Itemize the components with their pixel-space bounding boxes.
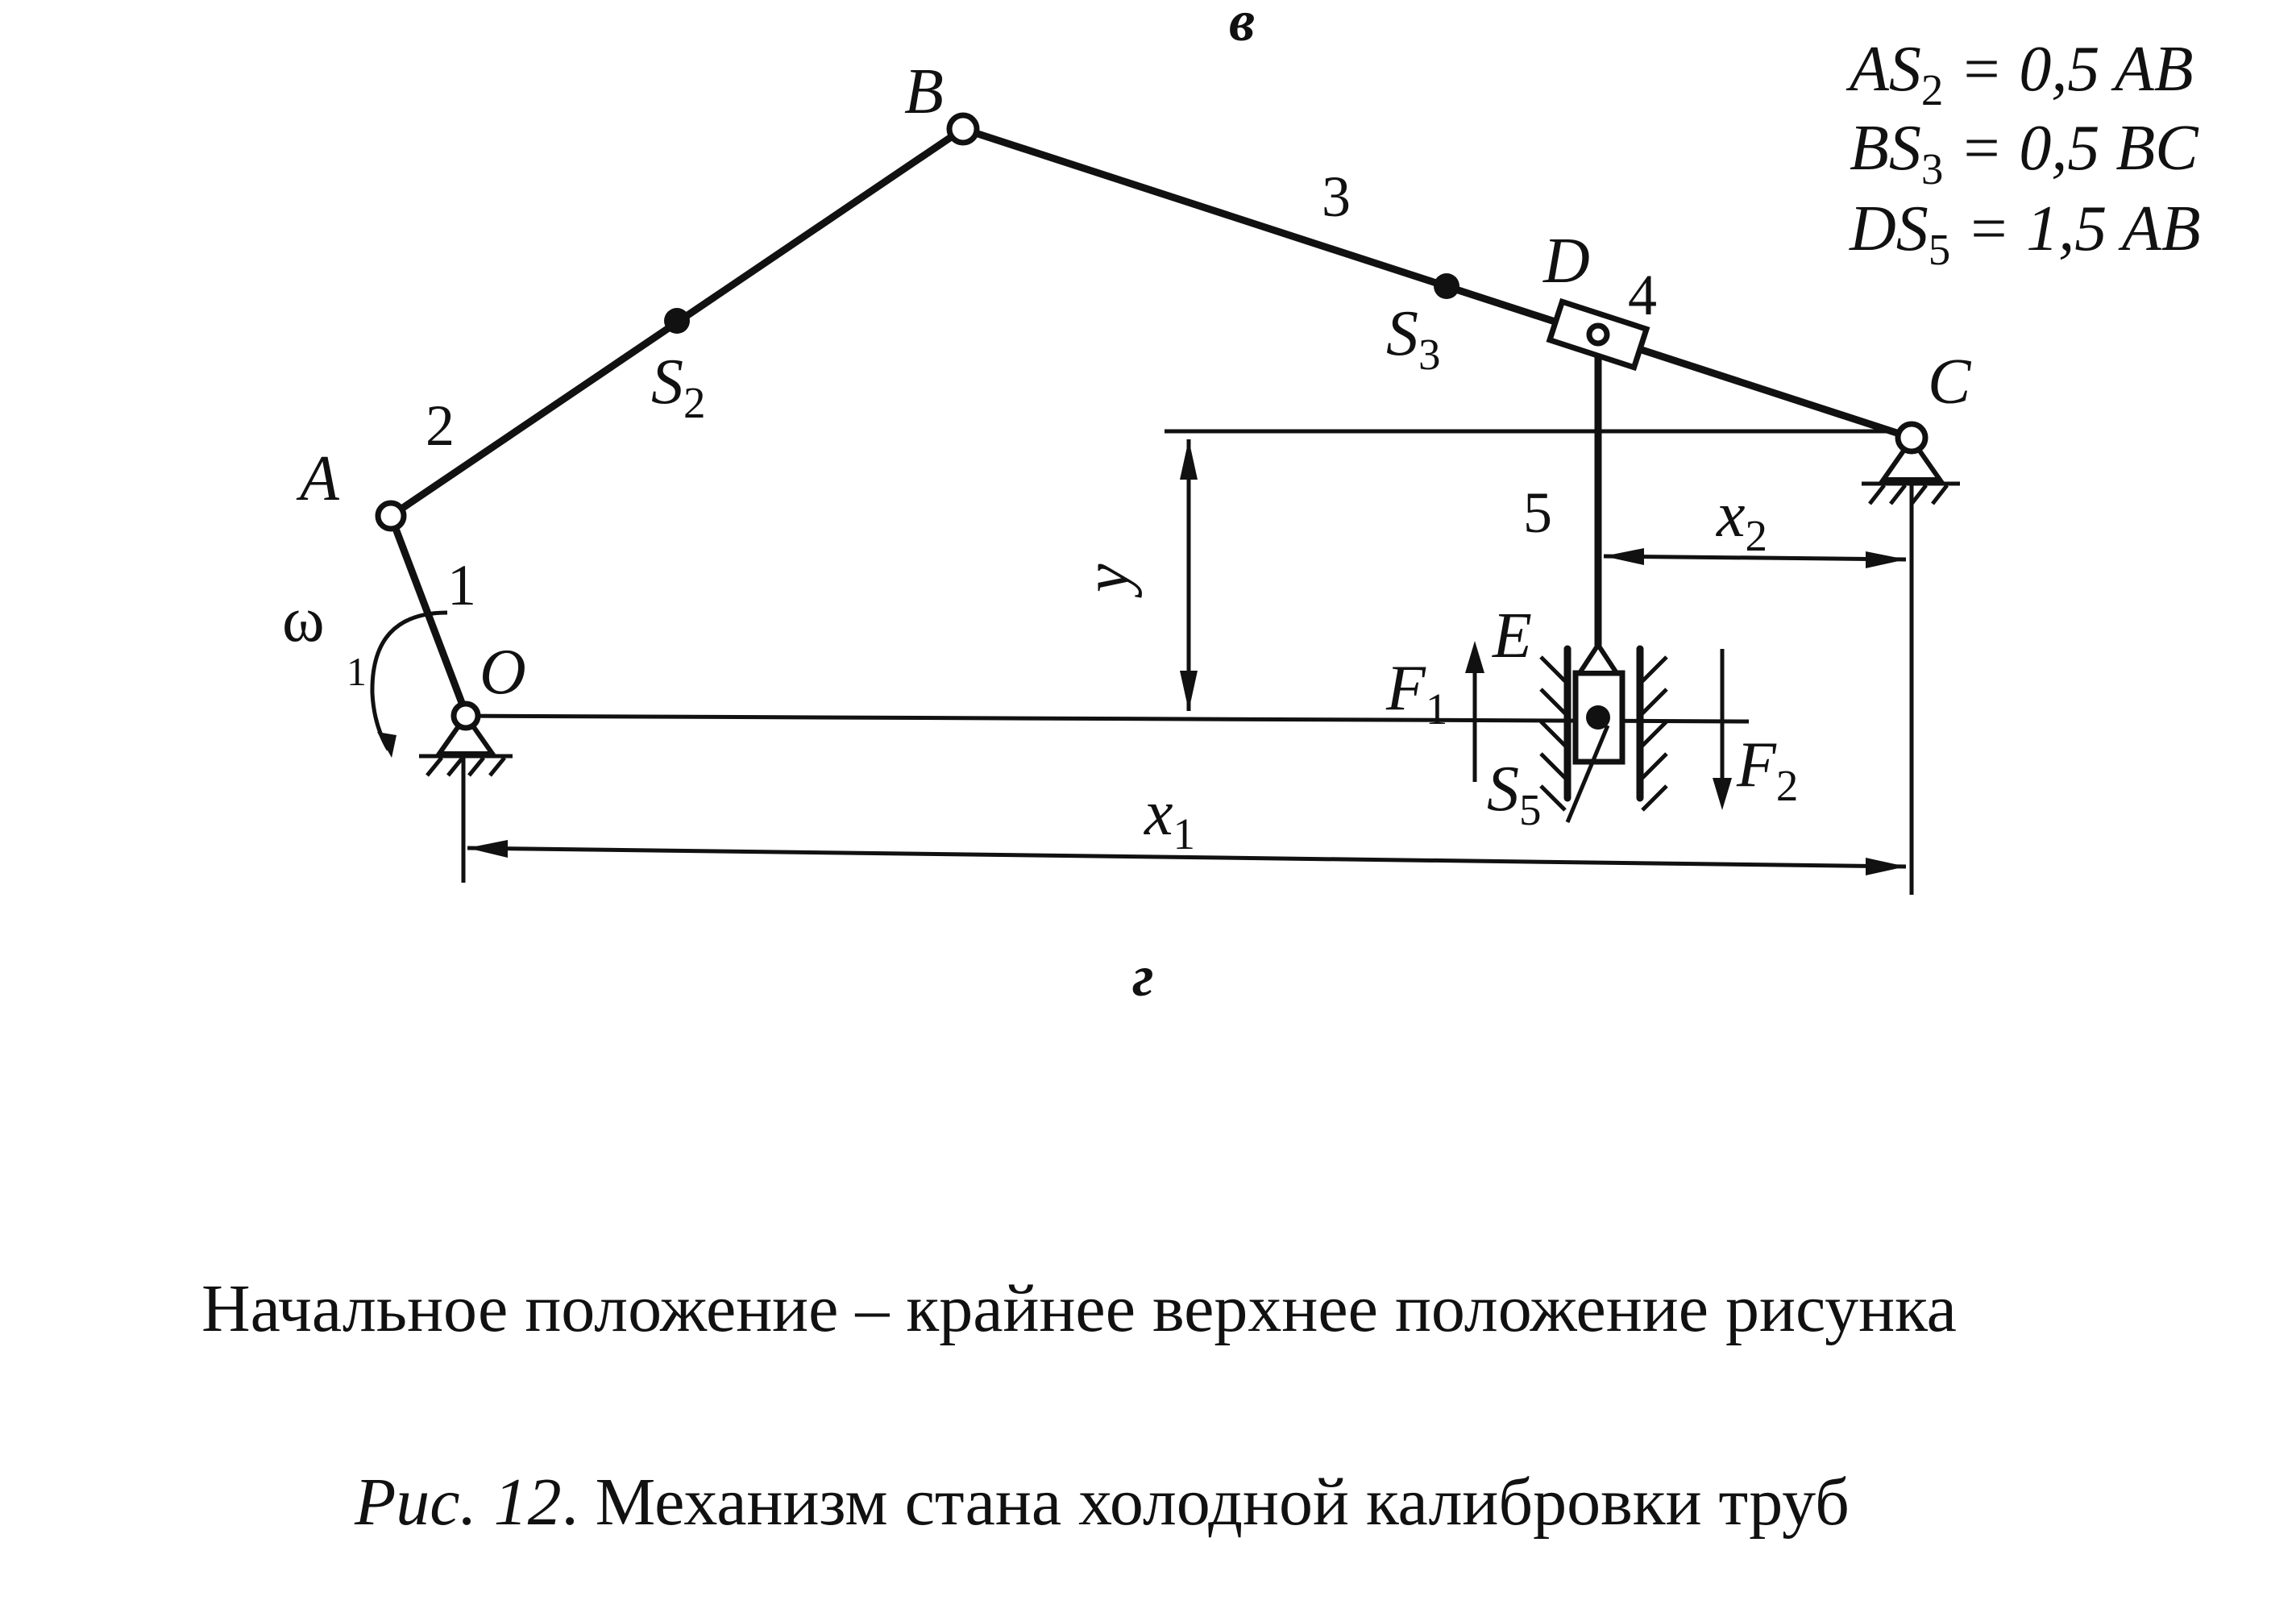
caption-prefix: Рис. 12 (355, 1465, 562, 1540)
label-O: O (480, 637, 526, 708)
ratio-2: BS3 = 0,5 BC (1850, 113, 2199, 193)
panel-label-bottom: г (1132, 944, 1154, 1008)
label-D: D (1542, 226, 1590, 297)
label-E: E (1492, 601, 1532, 671)
force-F1-arrow (1465, 641, 1484, 782)
figure-caption: Рис. 12. Механизм стана холодной калибро… (355, 1463, 1850, 1541)
joint-O (450, 700, 481, 731)
label-S3: S3 (1386, 298, 1441, 379)
omega-arrow (370, 610, 448, 758)
joint-C (1895, 421, 1929, 455)
label-y: y (1072, 563, 1143, 598)
label-omega-sub: 1 (347, 649, 367, 694)
label-F2: F2 (1736, 730, 1798, 810)
ratio-1: AS2 = 0,5 AB (1846, 34, 2194, 114)
label-S5: S5 (1487, 754, 1542, 834)
label-C: C (1928, 347, 1972, 418)
label-link-1: 1 (447, 553, 476, 617)
mass-center-S3 (1434, 273, 1459, 299)
label-link-5: 5 (1523, 480, 1552, 545)
panel-label-top: в (1229, 0, 1255, 53)
label-A: A (296, 443, 340, 514)
label-S2: S2 (651, 347, 706, 427)
ground-support-O (419, 711, 513, 777)
joint-B (946, 112, 980, 146)
slider-guide (1539, 640, 1668, 823)
label-link-2: 2 (426, 393, 455, 458)
label-link-3: 3 (1322, 164, 1351, 229)
label-x1: x1 (1144, 778, 1195, 858)
mass-center-S2 (664, 308, 690, 334)
label-omega: ω (282, 584, 325, 655)
initial-position-note: Начальное положение – крайнее верхнее по… (201, 1271, 1957, 1346)
mass-center-S5 (1586, 705, 1610, 730)
dimension-lines (450, 429, 1914, 895)
label-x2: x2 (1716, 480, 1767, 560)
label-F1: F1 (1385, 653, 1447, 734)
joint-A (375, 500, 407, 532)
joint-D (1586, 322, 1610, 347)
ratio-3: DS5 = 1,5 AB (1849, 193, 2201, 274)
ground-support-C (1862, 434, 1960, 505)
force-F2-arrow (1713, 649, 1732, 810)
caption-text: . Механизм стана холодной калибровки тру… (561, 1465, 1850, 1540)
label-B: B (904, 56, 944, 127)
label-link-4: 4 (1628, 263, 1657, 327)
